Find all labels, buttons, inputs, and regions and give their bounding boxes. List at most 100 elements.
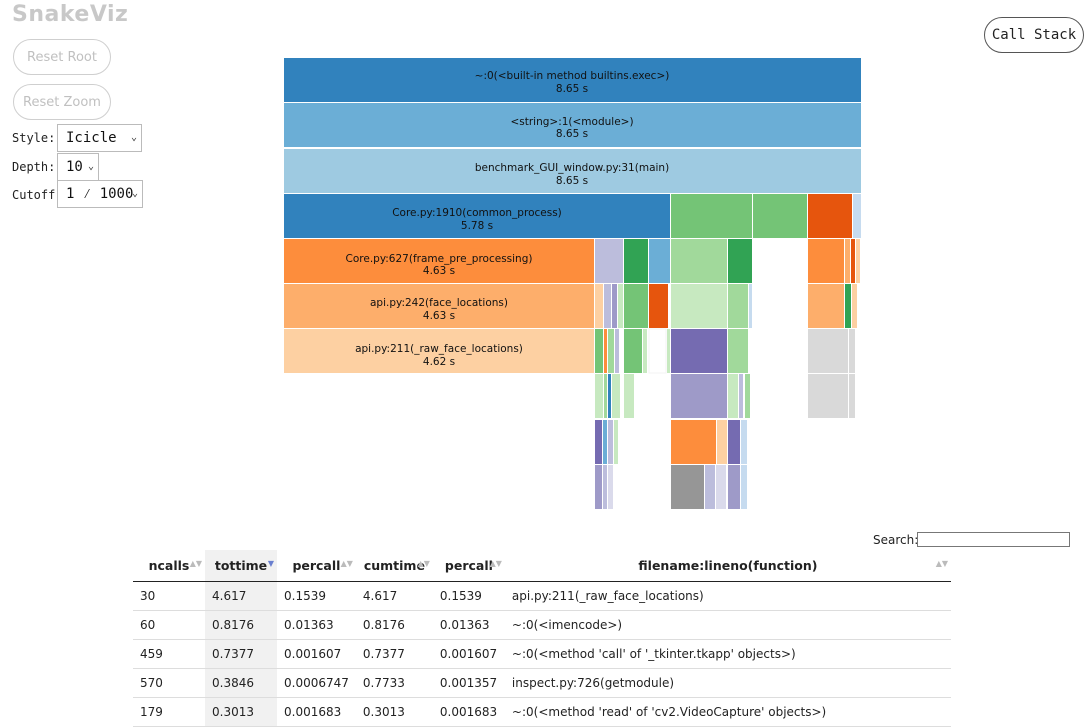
icicle-block[interactable]	[604, 374, 607, 418]
icicle-block[interactable]	[741, 465, 747, 509]
icicle-block[interactable]	[808, 329, 848, 373]
icicle-block[interactable]	[849, 329, 855, 373]
cell-percall: 0.001683	[277, 697, 356, 727]
icicle-block[interactable]	[717, 420, 727, 464]
icicle-block[interactable]	[595, 284, 603, 328]
style-select[interactable]: Icicle ⌄	[57, 124, 142, 152]
icicle-block[interactable]	[728, 374, 738, 418]
table-row[interactable]: 459 0.7377 0.001607 0.7377 0.001607 ~:0(…	[133, 639, 951, 669]
icicle-block[interactable]	[603, 465, 607, 509]
icicle-block[interactable]	[284, 58, 861, 102]
icicle-block[interactable]	[608, 420, 613, 464]
cell-function: ~:0(<method 'read' of 'cv2.VideoCapture'…	[504, 697, 951, 727]
icicle-block[interactable]	[649, 284, 668, 328]
icicle-block[interactable]	[808, 239, 844, 283]
icicle-block[interactable]	[284, 103, 861, 147]
icicle-block[interactable]	[608, 465, 613, 509]
icicle-block[interactable]	[612, 374, 620, 418]
icicle-block[interactable]	[749, 284, 752, 328]
cell-percall-cum: 0.1539	[432, 581, 505, 611]
icicle-block[interactable]	[845, 239, 850, 283]
icicle-block[interactable]	[618, 284, 623, 328]
style-select-value: Icicle	[66, 130, 117, 146]
column-header-function[interactable]: filename:lineno(function)▲▼	[504, 550, 951, 582]
icicle-block[interactable]	[595, 374, 603, 418]
icicle-block[interactable]	[853, 194, 861, 238]
column-header-percall-cum[interactable]: percall▲▼	[432, 550, 505, 582]
icicle-block[interactable]	[615, 329, 619, 373]
icicle-block[interactable]	[643, 329, 647, 373]
table-row[interactable]: 179 0.3013 0.001683 0.3013 0.001683 ~:0(…	[133, 697, 951, 727]
icicle-block[interactable]	[808, 194, 852, 238]
cell-tottime: 4.617	[205, 581, 277, 611]
icicle-block[interactable]	[728, 284, 748, 328]
call-stack-button[interactable]: Call Stack	[984, 17, 1084, 53]
icicle-block[interactable]	[728, 420, 740, 464]
icicle-block[interactable]	[716, 465, 726, 509]
icicle-block[interactable]	[284, 194, 670, 238]
reset-root-button[interactable]: Reset Root	[13, 39, 111, 75]
icicle-block[interactable]	[624, 329, 642, 373]
icicle-block[interactable]	[845, 284, 851, 328]
cutoff-select[interactable]: 1 ⁄ 1000 ⌄	[57, 180, 143, 208]
icicle-block[interactable]	[745, 374, 750, 418]
icicle-block[interactable]	[608, 374, 611, 418]
icicle-block[interactable]	[612, 284, 617, 328]
cell-ncalls: 30	[133, 581, 205, 611]
icicle-block[interactable]	[741, 420, 747, 464]
search-input[interactable]	[917, 532, 1070, 547]
icicle-block[interactable]	[705, 465, 715, 509]
icicle-block[interactable]	[624, 374, 634, 418]
icicle-block[interactable]	[808, 374, 848, 418]
icicle-block[interactable]	[671, 374, 727, 418]
icicle-block[interactable]	[648, 328, 667, 374]
icicle-block[interactable]	[671, 420, 716, 464]
icicle-block[interactable]	[728, 329, 748, 373]
icicle-chart[interactable]: ~:0(<built-in method builtins.exec>) 8.6…	[0, 0, 1091, 520]
icicle-block[interactable]	[739, 374, 743, 418]
icicle-block[interactable]	[856, 239, 860, 283]
icicle-block[interactable]	[671, 465, 704, 509]
icicle-block[interactable]	[671, 329, 727, 373]
icicle-block[interactable]	[671, 284, 727, 328]
icicle-block[interactable]	[595, 420, 602, 464]
table-row[interactable]: 570 0.3846 0.0006747 0.7733 0.001357 ins…	[133, 668, 951, 698]
icicle-block[interactable]	[604, 284, 611, 328]
icicle-block[interactable]	[851, 239, 855, 283]
icicle-block[interactable]	[595, 329, 603, 373]
icicle-block[interactable]	[284, 329, 594, 373]
icicle-block[interactable]	[284, 239, 594, 283]
column-header-tottime[interactable]: tottime▼	[205, 550, 277, 582]
table-row[interactable]: 60 0.8176 0.01363 0.8176 0.01363 ~:0(<im…	[133, 610, 951, 640]
icicle-block-time: 8.65 s	[556, 175, 588, 187]
column-header-percall[interactable]: percall▲▼	[277, 550, 356, 582]
search-label: Search:	[873, 533, 919, 547]
icicle-block[interactable]	[604, 329, 607, 373]
icicle-block[interactable]	[753, 194, 807, 238]
table-row[interactable]: 30 4.617 0.1539 4.617 0.1539 api.py:211(…	[133, 581, 951, 611]
icicle-block[interactable]	[728, 465, 740, 509]
icicle-block[interactable]	[728, 239, 752, 283]
sort-desc-icon: ▼	[267, 559, 274, 568]
icicle-block[interactable]	[808, 284, 844, 328]
icicle-block[interactable]	[595, 465, 602, 509]
icicle-block[interactable]	[595, 239, 623, 283]
reset-zoom-button[interactable]: Reset Zoom	[13, 84, 111, 120]
column-header-ncalls[interactable]: ncalls▲▼	[133, 550, 205, 582]
icicle-block[interactable]	[603, 420, 607, 464]
icicle-block[interactable]	[624, 284, 648, 328]
sort-icon: ▲▼	[417, 559, 430, 568]
icicle-block[interactable]	[614, 420, 618, 464]
icicle-block[interactable]	[284, 149, 861, 193]
icicle-block[interactable]	[608, 329, 614, 373]
icicle-block[interactable]	[649, 239, 670, 283]
icicle-block[interactable]	[852, 284, 857, 328]
icicle-block[interactable]	[849, 374, 855, 418]
icicle-block[interactable]	[284, 284, 594, 328]
icicle-block[interactable]	[671, 194, 752, 238]
icicle-block[interactable]	[624, 239, 648, 283]
depth-select[interactable]: 10 ⌄	[57, 153, 99, 181]
column-header-cumtime[interactable]: cumtime▲▼	[355, 550, 433, 582]
icicle-block[interactable]	[667, 329, 670, 373]
icicle-block[interactable]	[671, 239, 727, 283]
